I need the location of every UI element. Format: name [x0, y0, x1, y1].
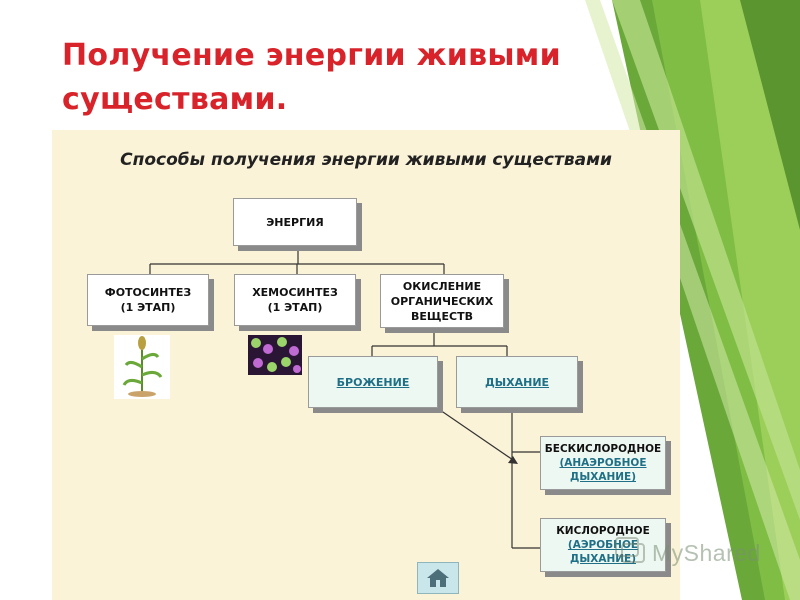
node-oxidation-line3: ВЕЩЕСТВ: [411, 309, 473, 323]
plant-image: [114, 335, 170, 399]
node-oxidation-line1: ОКИСЛЕНИЕ: [402, 279, 482, 293]
node-chemosynthesis: ХЕМОСИНТЕЗ (1 ЭТАП): [234, 274, 356, 326]
node-energy-label: ЭНЕРГИЯ: [266, 215, 324, 229]
slide-title: Получение энергии живыми существами.: [62, 38, 561, 117]
node-anaerobic-line1: БЕСКИСЛОРОДНОЕ: [544, 443, 662, 455]
home-icon: [427, 569, 449, 587]
fermentation-link[interactable]: БРОЖЕНИЕ: [336, 375, 410, 389]
node-anaerobic[interactable]: БЕСКИСЛОРОДНОЕ (АНАЭРОБНОЕ ДЫХАНИЕ): [540, 436, 666, 490]
anaerobic-link-line3[interactable]: ДЫХАНИЕ): [570, 471, 636, 483]
node-aerobic-line1: КИСЛОРОДНОЕ: [556, 525, 650, 537]
bacteria-cells-image: [248, 335, 302, 375]
node-photosynthesis: ФОТОСИНТЕЗ (1 ЭТАП): [87, 274, 209, 326]
node-energy: ЭНЕРГИЯ: [233, 198, 357, 246]
aerobic-link-line3[interactable]: ДЫХАНИЕ): [570, 553, 636, 565]
node-chemosynthesis-line2: (1 ЭТАП): [267, 301, 323, 314]
node-fermentation[interactable]: БРОЖЕНИЕ: [308, 356, 438, 408]
connector-lines: [149, 246, 540, 549]
node-aerobic[interactable]: КИСЛОРОДНОЕ (АЭРОБНОЕ ДЫХАНИЕ): [540, 518, 666, 572]
node-respiration[interactable]: ДЫХАНИЕ: [456, 356, 578, 408]
node-photosynthesis-line2: (1 ЭТАП): [120, 301, 176, 314]
diagram-panel: Способы получения энергии живыми существ…: [52, 130, 680, 600]
diagram-heading: Способы получения энергии живыми существ…: [120, 150, 612, 170]
aerobic-link-line2[interactable]: (АЭРОБНОЕ: [567, 539, 639, 551]
respiration-link[interactable]: ДЫХАНИЕ: [484, 375, 550, 389]
node-photosynthesis-line1: ФОТОСИНТЕЗ: [104, 286, 192, 299]
node-oxidation: ОКИСЛЕНИЕ ОРГАНИЧЕСКИХ ВЕЩЕСТВ: [380, 274, 504, 328]
anaerobic-link-line2[interactable]: (АНАЭРОБНОЕ: [559, 457, 647, 469]
node-oxidation-line2: ОРГАНИЧЕСКИХ: [390, 294, 494, 308]
node-chemosynthesis-line1: ХЕМОСИНТЕЗ: [252, 286, 338, 299]
watermark-text: MyShared: [652, 540, 761, 566]
home-button[interactable]: [417, 562, 459, 594]
